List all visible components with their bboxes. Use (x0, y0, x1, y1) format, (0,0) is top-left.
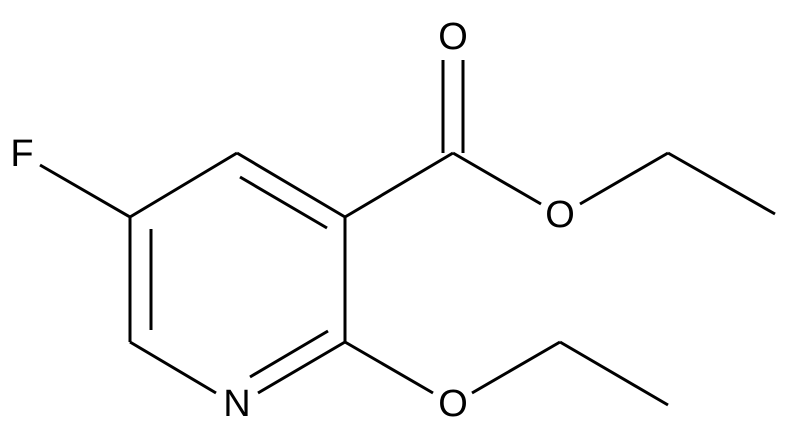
bond-ether-o-ch2 (471, 340, 561, 395)
ester-oxygen-label: O (545, 194, 575, 236)
bond-c5-c4 (129, 151, 238, 219)
bond-n1-c6 (129, 340, 217, 395)
bond-c3-carbonyl (344, 151, 454, 219)
ether-oxygen-label: O (438, 383, 468, 425)
bond-c2-n1-inner (249, 329, 329, 379)
bond-c5-f (39, 163, 131, 219)
bond-ether-ch2-ch3 (559, 340, 669, 407)
bond-c4-c3-outer (236, 151, 346, 219)
bond-c2-ether-o (344, 340, 434, 395)
bond-carbonyl-ester-o (452, 151, 542, 206)
bond-ester-ch2-ch3 (667, 151, 776, 216)
bond-ester-o-ch2 (579, 151, 669, 206)
bond-c4-c3-inner (239, 175, 328, 230)
ring-nitrogen-label: N (223, 383, 250, 425)
carbonyl-oxygen-label: O (438, 16, 468, 58)
bond-c2-n1-outer (257, 340, 346, 395)
fluorine-label: F (10, 133, 33, 175)
